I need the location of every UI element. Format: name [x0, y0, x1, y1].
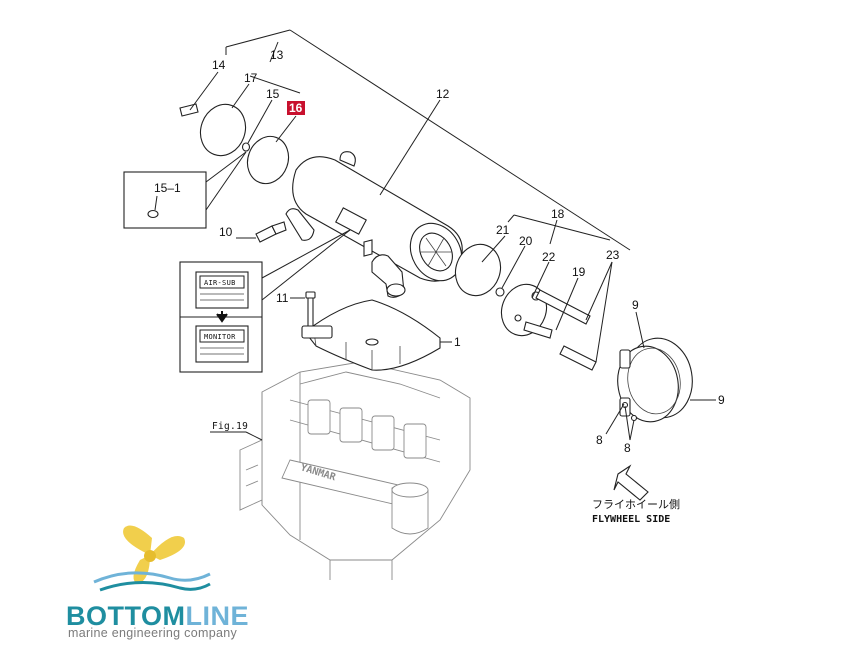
callout-11: 11 [276, 291, 289, 305]
bottomline-logo: BOTTOMLINE marine engineering company [66, 525, 249, 640]
callout-15-1: 15–1 [154, 181, 181, 195]
end-cover-right-group [454, 243, 597, 371]
callout-8-left: 8 [596, 433, 603, 447]
end-cover-left-group [179, 103, 290, 185]
bolt-part-11 [290, 291, 316, 327]
sensor-part-10 [236, 221, 287, 243]
inset-detail-15-1: 15–1 [123, 171, 207, 229]
plate-monitor-label: MONITOR [204, 333, 236, 341]
callout-leaders [189, 29, 716, 441]
callout-10: 10 [219, 225, 233, 239]
callout-23: 23 [606, 248, 620, 262]
bracket-part-1 [301, 299, 450, 371]
callout-9-top: 9 [632, 298, 639, 312]
callout-16-highlight [287, 101, 305, 115]
callout-20: 20 [519, 234, 533, 248]
callout-22: 22 [542, 250, 556, 264]
callout-19: 19 [572, 265, 586, 279]
svg-text:BOTTOMLINE: BOTTOMLINE [66, 601, 249, 631]
callout-9-right: 9 [718, 393, 725, 407]
callout-14: 14 [212, 58, 226, 72]
fig-reference: Fig.19 [212, 421, 248, 432]
logo-brand-line: LINE [186, 601, 250, 631]
plate-air-sub-label: AIR-SUB [204, 279, 236, 287]
callout-8-right: 8 [624, 441, 631, 455]
callout-16: 16 [289, 101, 303, 115]
wave-icon [93, 571, 211, 592]
inset-plates: AIR-SUB MONITOR [179, 261, 263, 373]
callout-1: 1 [454, 335, 461, 349]
callout-21: 21 [496, 223, 510, 237]
flywheel-side-indicator: フライホイール側 FLYWHEEL SIDE [592, 464, 680, 525]
logo-brand-bottom: BOTTOM [66, 601, 186, 631]
callout-15: 15 [266, 87, 280, 101]
callout-12: 12 [436, 87, 450, 101]
muffler-body-part-12 [285, 151, 463, 298]
callout-17: 17 [244, 71, 258, 85]
callout-18: 18 [551, 207, 565, 221]
flywheel-label-en: FLYWHEEL SIDE [592, 514, 670, 525]
logo-tagline: marine engineering company [68, 626, 237, 640]
clamp-bands-part-9 [617, 337, 693, 423]
flywheel-label-jp: フライホイール側 [592, 498, 680, 511]
callout-13: 13 [270, 48, 284, 62]
propeller-icon [123, 525, 185, 584]
engine-block: YANMAR [239, 361, 471, 580]
